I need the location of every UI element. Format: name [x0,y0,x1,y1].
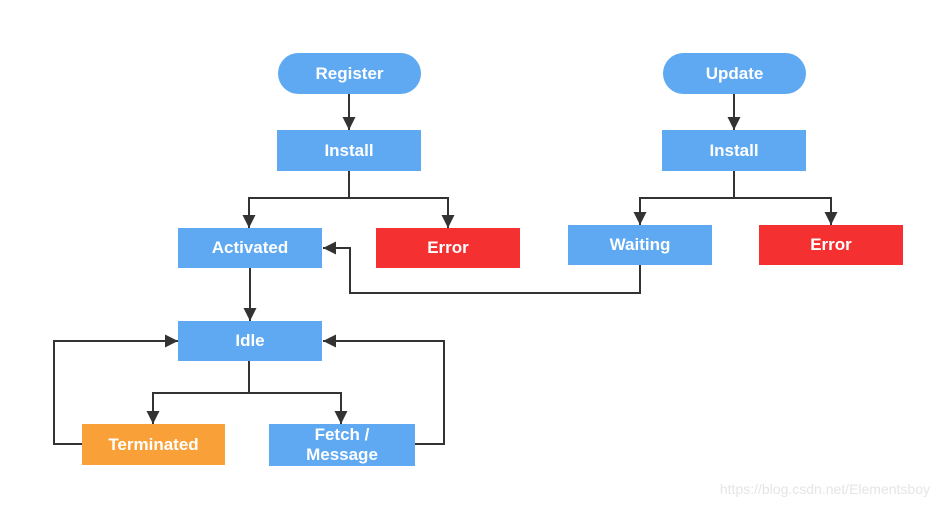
edge-waiting-activated [323,241,641,294]
watermark-url: https://blog.csdn.net/Elementsboy [719,481,930,497]
node-waiting: Waiting [568,225,712,265]
node-update: Update [663,53,806,94]
node-activated: Activated [178,228,322,268]
node-install-right: Install [662,130,806,171]
edge-idle-fetch [249,392,348,424]
edge-installright-errorright [734,197,838,225]
edge-installleft-activated [242,171,350,228]
node-fetch-message: Fetch / Message [269,424,415,466]
node-error-left: Error [376,228,520,268]
edge-terminated-idle [53,334,178,445]
edge-idle-terminated [146,361,250,424]
edge-fetch-idle [323,334,445,445]
node-terminated: Terminated [82,424,225,465]
edge-installright-waiting [633,171,735,225]
node-idle: Idle [178,321,322,361]
edge-installleft-errorleft [349,197,455,228]
node-install-left: Install [277,130,421,171]
node-register: Register [278,53,421,94]
node-error-right: Error [759,225,903,265]
